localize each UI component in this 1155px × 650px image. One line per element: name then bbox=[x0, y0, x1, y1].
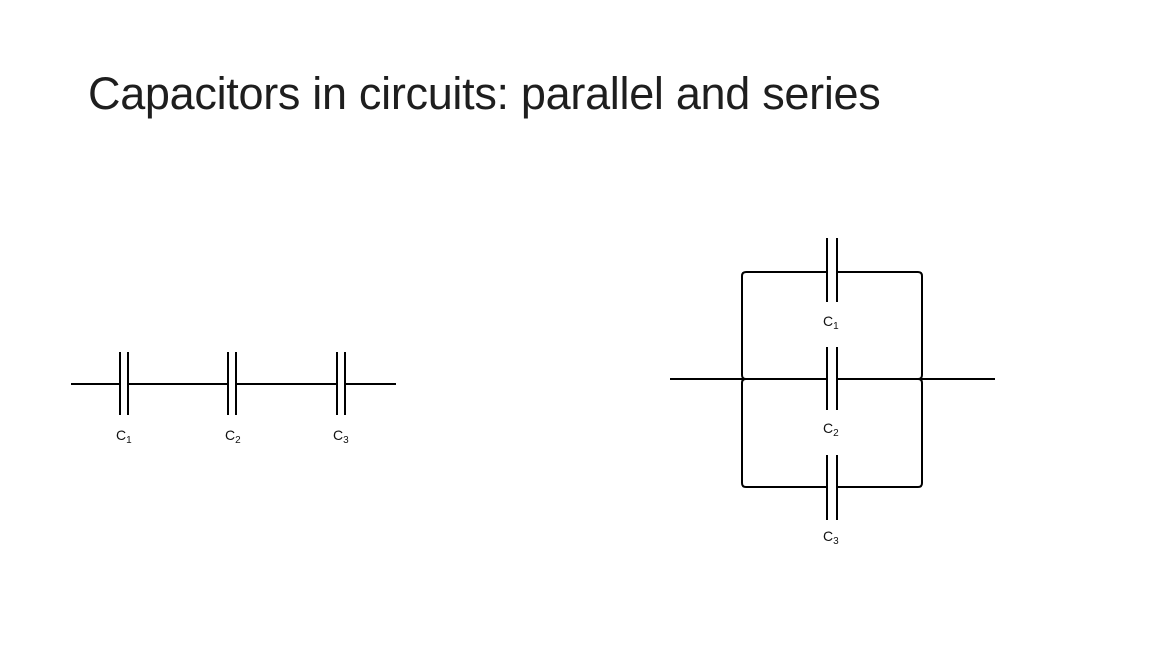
top-loop bbox=[837, 271, 923, 380]
label-c1: C1 bbox=[823, 313, 839, 332]
slide-title: Capacitors in circuits: parallel and ser… bbox=[88, 68, 881, 119]
top-loop bbox=[741, 271, 827, 380]
series-labels: C1 C2 C3 bbox=[116, 427, 349, 446]
bottom-loop bbox=[741, 378, 827, 488]
parallel-labels: C1 C2 C3 bbox=[823, 313, 839, 547]
series-circuit bbox=[71, 352, 396, 415]
capacitor-c1 bbox=[119, 352, 129, 415]
bottom-loop bbox=[837, 378, 923, 488]
capacitor-c1 bbox=[826, 238, 838, 302]
label-c2: C2 bbox=[225, 427, 241, 446]
capacitor-c2 bbox=[227, 352, 237, 415]
capacitor-c2 bbox=[826, 347, 838, 410]
label-c2: C2 bbox=[823, 420, 839, 439]
label-c3: C3 bbox=[333, 427, 349, 446]
label-c1: C1 bbox=[116, 427, 132, 446]
parallel-circuit bbox=[670, 238, 995, 520]
capacitor-c3 bbox=[336, 352, 346, 415]
capacitor-c3 bbox=[826, 455, 838, 520]
label-c3: C3 bbox=[823, 528, 839, 547]
